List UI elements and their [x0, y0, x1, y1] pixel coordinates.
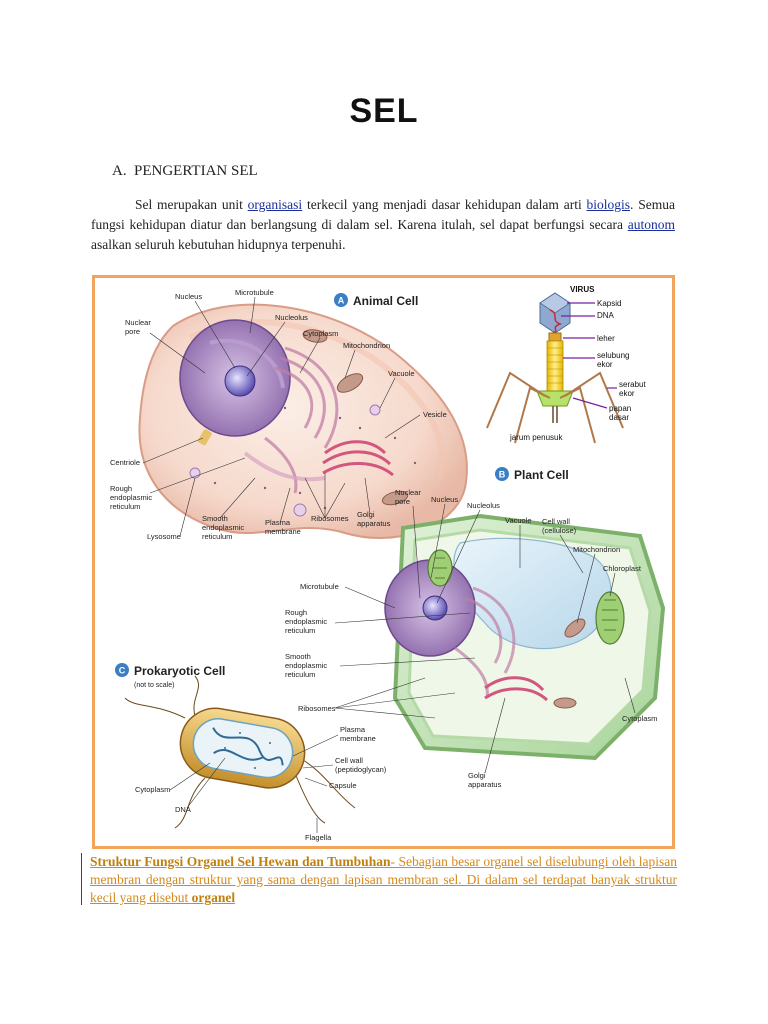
animal-golgi	[322, 440, 394, 477]
plant-badge	[495, 467, 509, 481]
label-smooth: Smooth	[202, 514, 228, 523]
intro-text-1: Sel merupakan unit	[135, 197, 248, 212]
label-dna: DNA	[597, 311, 615, 320]
plant-label-ribosomes: Ribosomes	[298, 704, 336, 713]
label-cytoplasm: Cytoplasm	[303, 329, 338, 338]
label-golgi: Golgi	[357, 510, 375, 519]
label-centriole: Centriole	[110, 458, 140, 467]
label-dasar: dasar	[609, 413, 629, 422]
prokaryotic-cell: C Prokaryotic Cell (not to scale) Plasma…	[115, 663, 387, 842]
label-vesicle: Vesicle	[423, 410, 447, 419]
plant-label-endoplasmic: endoplasmic	[285, 617, 327, 626]
virus-title: VIRUS	[570, 285, 595, 294]
label-pore: pore	[125, 327, 140, 336]
plant-golgi	[484, 676, 549, 702]
plant-label-vacuole: Vacuole	[505, 516, 532, 525]
label-microtubule: Microtubule	[235, 288, 274, 297]
cell-diagram: A Animal Cell Nucleus Microtubule Nucleo…	[110, 285, 666, 842]
plant-label-cell-wall: Cell wall	[542, 517, 570, 526]
plant-label-reticulum-2: reticulum	[285, 670, 315, 679]
plant-label-nucleus: Nucleus	[431, 495, 458, 504]
plant-label-rough: Rough	[285, 608, 307, 617]
label-nucleus: Nucleus	[175, 292, 202, 301]
label-mitochondrion: Mitochondrion	[343, 341, 390, 350]
animal-cell: A Animal Cell Nucleus Microtubule Nucleo…	[110, 288, 468, 541]
plant-label-cellulose: (cellulose)	[542, 526, 577, 535]
link-biologis[interactable]: biologis	[586, 197, 631, 212]
label-ekor-2: ekor	[619, 389, 635, 398]
label-lysosome: Lysosome	[147, 532, 181, 541]
plant-label-mitochondrion: Mitochondrion	[573, 545, 620, 554]
plant-label-microtubule: Microtubule	[300, 582, 339, 591]
pro-label-peptidoglycan: (peptidoglycan)	[335, 765, 387, 774]
label-reticulum-2: reticulum	[202, 532, 232, 541]
label-nucleolus: Nucleolus	[275, 313, 308, 322]
label-ekor: ekor	[597, 360, 613, 369]
label-rough: Rough	[110, 484, 132, 493]
pro-label-cytoplasm: Cytoplasm	[135, 785, 170, 794]
animal-badge	[334, 293, 348, 307]
label-endoplasmic-2: endoplasmic	[202, 523, 244, 532]
link-organisasi[interactable]: organisasi	[247, 197, 303, 212]
pro-label-capsule: Capsule	[329, 781, 357, 790]
label-papan: papan	[609, 404, 631, 413]
link-autonom[interactable]: autonom	[627, 217, 675, 232]
plant-label-golgi: Golgi	[468, 771, 486, 780]
label-ribosomes: Ribosomes	[311, 514, 349, 523]
label-leher: leher	[597, 334, 615, 343]
pro-label-plasma: Plasma	[340, 725, 366, 734]
plant-label-chloroplast: Chloroplast	[603, 564, 642, 573]
pro-label-membrane: membrane	[340, 734, 376, 743]
plant-label-smooth: Smooth	[285, 652, 311, 661]
label-kapsid: Kapsid	[597, 299, 621, 308]
virus-tail	[546, 340, 564, 392]
intro-text-3: . Semua fungsi kehidupan diatur dan berl…	[91, 197, 675, 232]
label-membrane: membrane	[265, 527, 301, 536]
caption-margin-bar	[81, 853, 82, 905]
cell-diagram-figure: A Animal Cell Nucleus Microtubule Nucleo…	[92, 275, 675, 849]
label-vacuole: Vacuole	[388, 369, 415, 378]
intro-text-2: terkecil yang menjadi dasar kehidupan da…	[302, 197, 587, 212]
plant-label-apparatus: apparatus	[468, 780, 502, 789]
pro-label-cell-wall: Cell wall	[335, 756, 363, 765]
animal-badge-letter: A	[338, 296, 345, 306]
caption-bold-end: organel	[191, 890, 236, 905]
label-nuclear: Nuclear	[125, 318, 151, 327]
prokaryotic-title: Prokaryotic Cell	[134, 664, 225, 678]
plant-badge-letter: B	[499, 470, 506, 480]
label-reticulum: reticulum	[110, 502, 140, 511]
intro-text-4: asalkan seluruh kebutuhan hidupnya terpe…	[91, 237, 346, 252]
plant-label-pore: pore	[395, 497, 410, 506]
label-selubung: selubung	[597, 351, 629, 360]
caption-bold-title: Struktur Fungsi Organel Sel Hewan dan Tu…	[90, 854, 391, 869]
label-apparatus: apparatus	[357, 519, 391, 528]
plant-label-cytoplasm: Cytoplasm	[622, 714, 657, 723]
plant-label-nuclear: Nuclear	[395, 488, 421, 497]
plant-label-endoplasmic-2: endoplasmic	[285, 661, 327, 670]
pro-label-flagella: Flagella	[305, 833, 332, 842]
label-endoplasmic: endoplasmic	[110, 493, 152, 502]
prokaryotic-badge	[115, 663, 129, 677]
prokaryotic-badge-letter: C	[119, 666, 126, 676]
section-heading: A. PENGERTIAN SEL	[112, 163, 258, 180]
intro-paragraph: Sel merupakan unit organisasi terkecil y…	[91, 195, 675, 255]
plant-label-reticulum: reticulum	[285, 626, 315, 635]
virus-diagram: VIRUS Kapsid DNA leher selubung ekor ser…	[486, 285, 646, 444]
figure-caption[interactable]: Struktur Fungsi Organel Sel Hewan dan Tu…	[90, 853, 677, 907]
plant-title: Plant Cell	[514, 468, 569, 482]
pro-label-dna: DNA	[175, 805, 191, 814]
section-heading-text: PENGERTIAN SEL	[134, 163, 258, 179]
page-title: SEL	[349, 92, 419, 130]
plant-label-nucleolus: Nucleolus	[467, 501, 500, 510]
prokaryotic-note: (not to scale)	[134, 682, 174, 689]
section-number: A.	[112, 163, 127, 179]
animal-title: Animal Cell	[353, 294, 418, 308]
plant-cell: B Plant Cell Nuclear pore Nucleus Nucleo…	[285, 467, 666, 789]
label-plasma: Plasma	[265, 518, 291, 527]
label-jarum-penusuk: jarum penusuk	[509, 433, 563, 442]
plant-nucleus	[384, 559, 476, 657]
animal-nucleus	[179, 319, 291, 437]
label-serabut: serabut	[619, 380, 646, 389]
caption-text: - Sebagian besar organel sel diselubungi…	[90, 854, 677, 905]
